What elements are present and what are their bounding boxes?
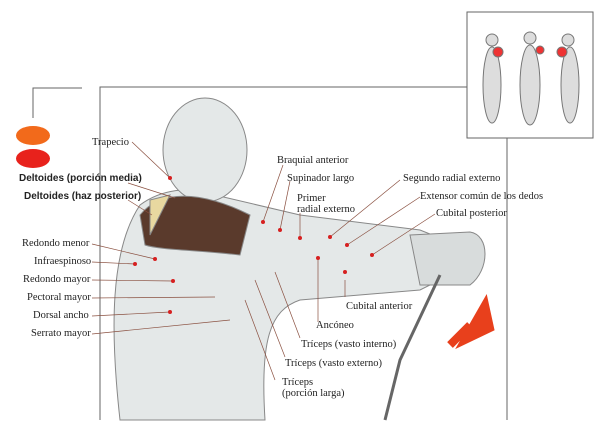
label-radial-externo: radial externo — [297, 204, 356, 215]
label-anconeo: Ancóneo — [316, 320, 354, 331]
frame — [32, 11, 594, 420]
arrow-icon — [447, 293, 495, 350]
legend-label-middle-deltoid: Deltoides (porción media) — [19, 173, 142, 184]
label-redondo-menor: Redondo menor — [22, 238, 90, 249]
label-infraespinoso: Infraespinoso — [34, 256, 92, 267]
label-triceps-vasto-interno: Tríceps (vasto interno) — [301, 339, 397, 350]
legend-swatch-middle-deltoid — [16, 126, 50, 145]
label-trapecio: Trapecio — [92, 137, 129, 148]
label-segundo-radial-externo: Segundo radial externo — [403, 173, 501, 184]
leader-lines — [91, 141, 436, 381]
legend-swatch-posterior-deltoid — [16, 149, 50, 168]
label-pectoral-mayor: Pectoral mayor — [27, 292, 91, 303]
label-cubital-anterior: Cubital anterior — [346, 301, 413, 312]
inset-figures — [482, 31, 580, 126]
label-primer: Primer — [297, 193, 326, 204]
legend-label-posterior-deltoid: Deltoides (haz posterior) — [24, 191, 142, 202]
label-extensor-comun: Extensor común de los dedos — [420, 191, 544, 202]
label-supinador-largo: Supinador largo — [287, 173, 355, 184]
label-braquial-anterior: Braquial anterior — [277, 155, 349, 166]
label-triceps-vasto-externo: Tríceps (vasto externo) — [285, 358, 383, 369]
label-triceps: Tríceps — [282, 377, 314, 388]
label-cubital-posterior: Cubital posterior — [436, 208, 507, 219]
figure — [113, 97, 486, 421]
muscle-dots — [133, 176, 374, 314]
label-redondo-mayor: Redondo mayor — [23, 274, 91, 285]
label-serrato-mayor: Serrato mayor — [31, 328, 91, 339]
label-porcion-larga: (porción larga) — [282, 388, 345, 399]
label-dorsal-ancho: Dorsal ancho — [33, 310, 89, 321]
